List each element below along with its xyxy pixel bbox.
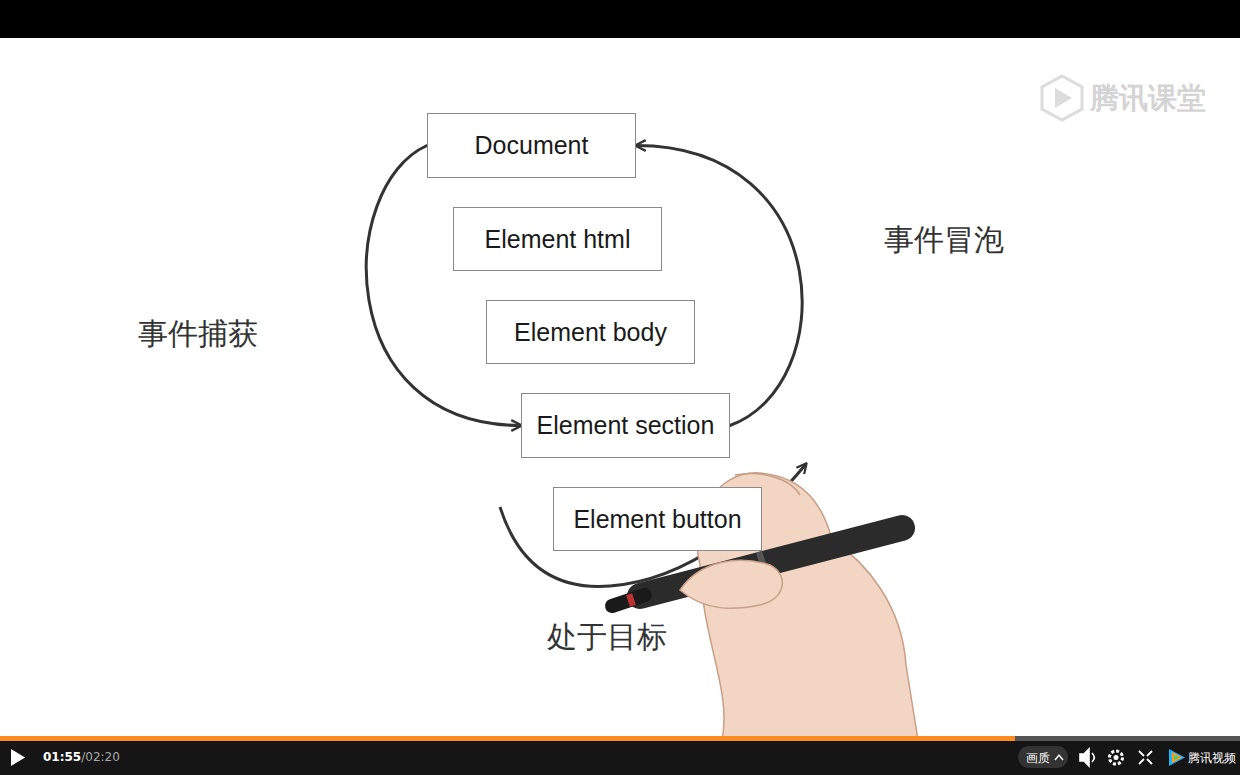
box-label: Element section: [537, 411, 715, 440]
fullscreen-icon: [1139, 751, 1152, 764]
quality-label: 画质: [1026, 750, 1050, 767]
play-icon: [11, 749, 25, 766]
watermark-logo: [1042, 76, 1082, 120]
control-bar: [0, 741, 1240, 775]
box-label: Element html: [485, 225, 631, 254]
box-label: Document: [475, 131, 589, 160]
flow-arrow: [636, 146, 802, 426]
process-box: Element body: [486, 300, 695, 364]
process-box: Document: [427, 113, 636, 178]
box-label: Element button: [573, 505, 741, 534]
quality-button: [1018, 746, 1068, 768]
volume-icon: [1080, 749, 1094, 766]
total-time: /02:20: [81, 750, 120, 764]
progress-fill: [0, 736, 1015, 741]
progress-track: [0, 736, 1240, 741]
caret-icon: [1055, 755, 1063, 760]
box-label: Element body: [514, 318, 667, 347]
settings-icon: [1110, 751, 1123, 764]
process-box: Element html: [453, 207, 662, 271]
stage-label: 处于目标: [547, 617, 667, 658]
tencent-video-logo: [1169, 749, 1185, 766]
flow-arrow: [366, 146, 521, 426]
watermark: 腾讯课堂: [1090, 79, 1206, 119]
phase-label: 事件捕获: [138, 314, 258, 355]
process-box: Element button: [553, 487, 762, 551]
process-box: Element section: [521, 393, 730, 458]
current-time: 01:55: [43, 750, 81, 764]
phase-label: 事件冒泡: [884, 220, 1004, 261]
top-bar: [0, 0, 1240, 38]
brand-label: 腾讯视频: [1188, 750, 1236, 767]
